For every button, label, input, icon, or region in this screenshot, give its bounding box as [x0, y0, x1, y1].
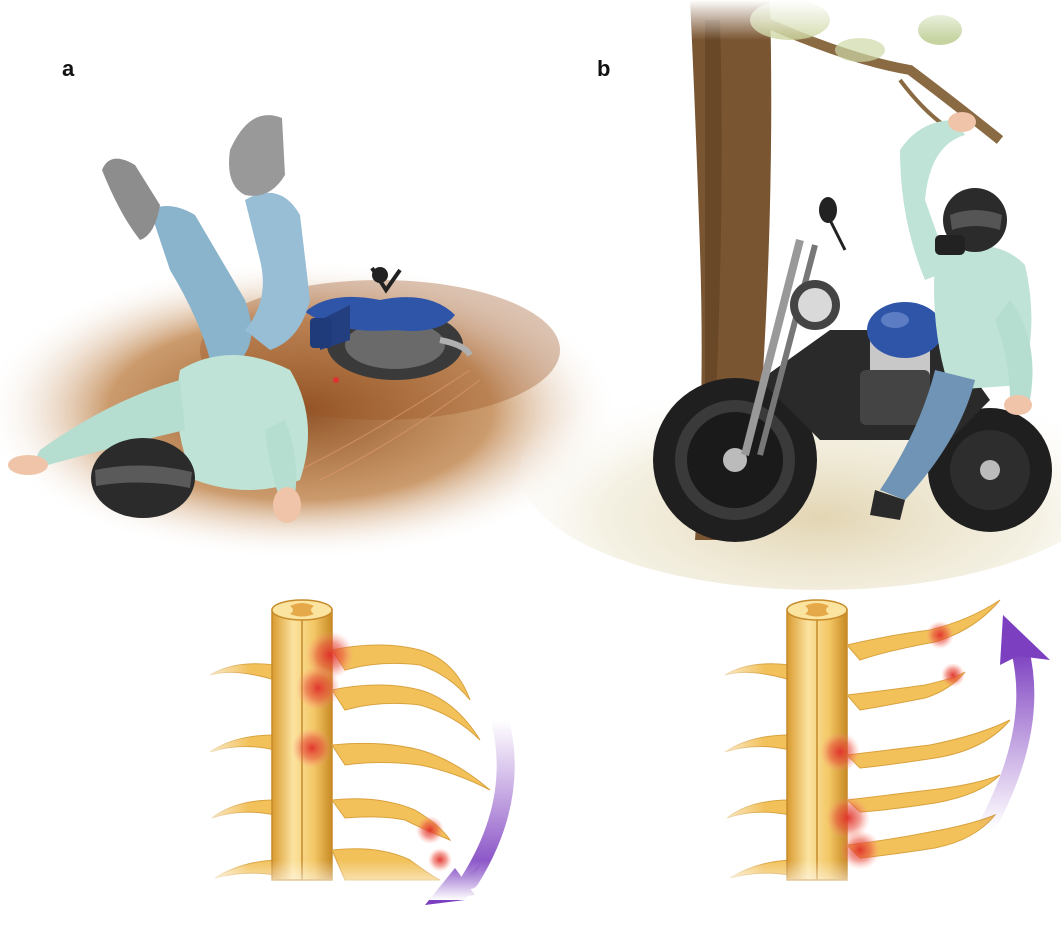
right-nerve-roots	[332, 645, 490, 880]
panel-b-scene	[520, 0, 1061, 590]
panel-b-spine	[705, 600, 1050, 900]
motorcycle-tank	[867, 302, 943, 358]
panel-a-spine	[190, 600, 520, 905]
downward-arrow-a	[470, 720, 506, 880]
upward-arrow-b	[985, 650, 1025, 830]
